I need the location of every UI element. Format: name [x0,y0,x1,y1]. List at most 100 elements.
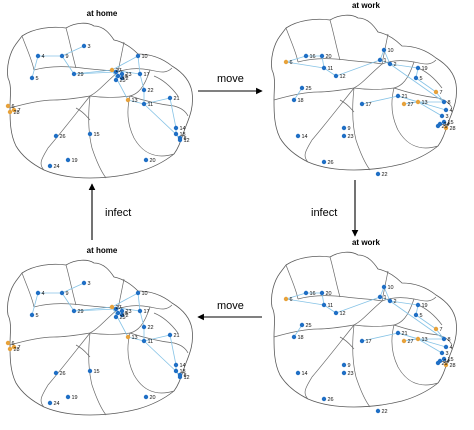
mobility-link [335,59,381,77]
node-marker [375,171,381,177]
node-label: 19 [72,158,78,164]
node-marker [303,53,309,59]
district-border [329,256,341,298]
node-marker [177,374,183,380]
mobility-link [415,314,437,330]
district-border [417,304,443,326]
node-marker [109,67,115,73]
node-label: 8 [448,100,451,106]
infect-label-left: infect [105,207,131,219]
district-border [353,87,395,90]
node-label: 14 [302,134,308,140]
node-marker [141,101,147,107]
mobility-link [403,338,419,342]
node-label: 16 [122,311,128,317]
node-marker [47,163,53,169]
node-marker [359,338,365,344]
node-marker [125,97,131,103]
node-marker [141,87,147,93]
node-marker [441,336,447,342]
node-marker [433,326,439,332]
node-marker [173,368,179,374]
node-label: 7 [440,327,443,333]
node-label: 26 [60,134,66,140]
node-label: 21 [174,333,180,339]
node-marker [387,298,393,304]
node-label: 10 [388,285,394,291]
node-marker [5,340,11,346]
node-label: 14 [302,371,308,377]
node-label: 4 [450,345,453,351]
node-label: 25 [306,86,312,92]
node-marker [119,71,125,77]
node-label: 22 [148,88,154,94]
node-marker [295,370,301,376]
mobility-link [389,63,419,69]
mobility-link [73,71,117,75]
node-label: 8 [184,373,187,379]
panel-title: at home [87,9,118,18]
node-label: 14 [180,363,186,369]
mobility-link [31,55,39,79]
node-label: 3 [446,351,449,357]
mobility-link [61,45,85,57]
node-marker [65,394,71,400]
mobility-link [285,298,325,306]
node-label: 27 [116,305,122,311]
node-label: 5 [420,313,423,319]
node-marker [141,338,147,344]
node-label: 28 [14,347,20,353]
mobility-link [143,340,181,376]
node-marker [119,75,125,81]
node-marker [415,99,421,105]
node-marker [173,125,179,131]
node-label: 13 [422,100,428,106]
node-label: 6 [12,341,15,347]
panel-bottom-right: at work123456789101112131415161718192021… [271,238,457,415]
mobility-link [323,67,337,77]
node-label: 13 [132,98,138,104]
district-border [329,19,341,61]
node-marker [375,408,381,414]
node-label: 22 [382,172,388,178]
node-marker [319,53,325,59]
node-marker [167,95,173,101]
node-label: 11 [148,339,154,345]
node-marker [381,284,387,290]
node-label: 7 [18,345,21,351]
node-label: 2 [126,313,129,319]
node-marker [137,308,143,314]
district-border [75,107,91,121]
node-marker [319,290,325,296]
node-label: 20 [150,158,156,164]
node-label: 1 [384,58,387,64]
node-label: 23 [348,134,354,140]
node-marker [321,65,327,71]
mobility-link [397,332,447,348]
district-border [88,332,107,416]
node-label: 12 [184,138,190,144]
node-label: 5 [36,76,39,82]
node-marker [35,290,41,296]
district-border [129,95,189,117]
node-label: 2 [394,62,397,68]
mobility-link [61,282,85,294]
node-label: 26 [60,371,66,377]
node-marker [333,310,339,316]
node-marker [113,77,119,83]
district-border [129,306,151,334]
node-marker [413,312,419,318]
node-label: 18 [180,132,186,138]
island-outline [7,259,193,416]
node-marker [135,290,141,296]
node-label: 3 [446,114,449,120]
district-border [40,95,91,171]
district-border [273,324,355,338]
node-marker [401,338,407,344]
district-border [391,87,439,149]
node-marker [435,123,441,129]
node-marker [413,75,419,81]
node-marker [53,133,59,139]
node-label: 28 [14,110,20,116]
node-marker [11,344,17,350]
